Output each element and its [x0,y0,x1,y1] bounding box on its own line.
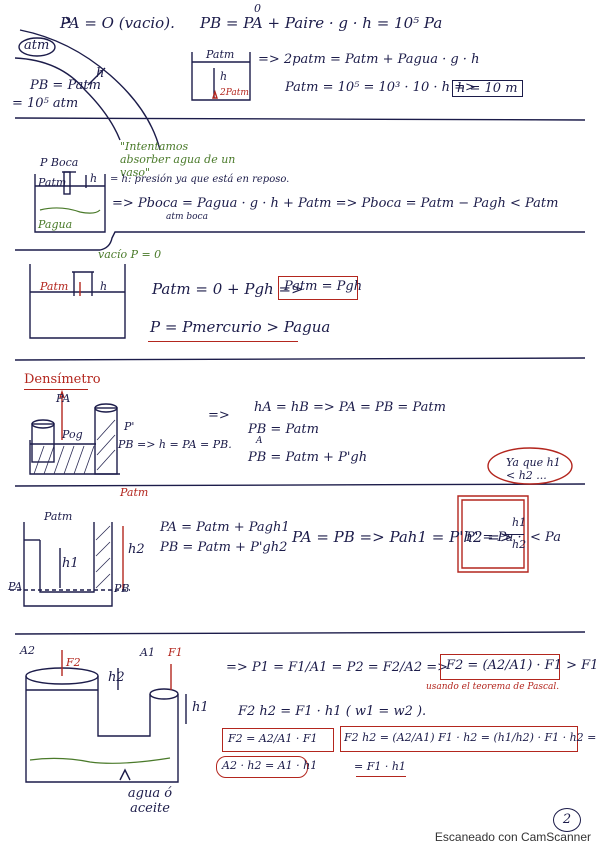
label-vacio: vacío P = 0 [98,248,162,261]
label-pa: PA [56,392,71,405]
height-h: h [96,66,105,81]
box-2patm: 2Patm [220,88,249,98]
frac-lead: P' = Pa · [466,530,522,545]
label-patm-top: Patm [120,486,149,499]
pressure-note: = h: presión ya que está en reposo. [110,174,290,185]
lt-pa: < Pa [530,530,561,545]
pb-equation: PB = PA + Paire · g · h = 10⁵ Pa [200,14,443,32]
chain-equation: PA = PB => Pah1 = P'h2 => [292,528,513,546]
work-equation: F2 h2 = F1 · h1 ( w1 = w2 ). [238,704,427,719]
box-area-height [216,756,308,778]
box-f2-h2 [340,726,578,752]
label-pb-u: PB [114,582,130,595]
eq-end-underline [356,776,406,777]
label-patm-basin: Patm [40,280,69,293]
pb-patm: PB = Patm [30,78,101,93]
label-pprime: P' [124,420,135,433]
label-pog: Pog [62,428,83,441]
box-f2-ratio [222,728,334,752]
density-conclusion: P = Pmercurio > Pagua [150,318,331,336]
exponent-zero: 0 [254,2,261,15]
pa-vacio: PA = O (vacio). [60,14,175,32]
frac-numerator: h1 [512,516,527,529]
eq-subscript-a: A [256,436,263,446]
label-patm-left: Patm [44,510,73,523]
box-h: h [220,70,228,83]
label-f1: F1 [168,646,183,659]
eq-heights: hA = hB => PA = PB = Patm [254,400,446,415]
answer-box-patm [278,276,358,300]
page-number: 2 [553,808,581,832]
eq-pb-u: PB = Patm + P'gh2 [160,540,288,555]
eq-pb-full: PB = Patm + P'gh [248,450,368,465]
frac-denominator: h2 [512,538,527,551]
scanner-footer: Escaneado con CamScanner [434,830,591,844]
label-pb-relation: PB => h = PA = PB. [118,438,232,451]
label-a1: A1 [140,646,155,659]
title-underline [24,389,88,390]
box-area-height-text: A2 · h2 = A1 · h1 [222,759,318,772]
eq-end: = F1 · h1 [354,760,406,773]
eq-patm-numeric: Patm = 10⁵ = 10³ · 10 · h => [285,80,476,95]
fluid-label: agua ó aceite [127,786,173,816]
box-f2-text: F2 = A2/A1 · F1 [228,732,318,745]
label-pa-u: PA [8,580,23,593]
label-h2-press: h2 [108,670,125,685]
label-pagua: Pagua [38,218,73,231]
pboca-subscripts: atm boca [166,212,208,222]
box-f2-h2-text: F2 h2 = (A2/A1) F1 · h2 = (h1/h2) · F1 ·… [344,731,597,744]
bubble-note: Ya que h1 < h2 ... [506,456,561,482]
atm-label: atm [24,38,50,53]
patm-equation: Patm = 0 + Pgh => [152,280,304,298]
label-h1-press: h1 [192,700,209,715]
pascal-equation: => P1 = F1/A1 = P2 = F2/A2 => [226,660,449,675]
note-absorber: "Intentamos absorber agua de un vaso" [120,140,236,179]
label-h-tube: h [100,280,108,293]
answer-box-f2 [440,654,560,680]
answer-h: h = 10 m [452,80,523,97]
label-pboca: P Boca [40,156,79,169]
label-a2: A2 [20,644,35,657]
fraction-bar [506,534,524,535]
eq-2patm: => 2patm = Patm + Pagua · g · h [258,52,480,67]
label-h2: h2 [128,542,145,557]
eq-pb-patm: PB = Patm [248,422,319,437]
ten-five-atm: = 10⁵ atm [12,96,79,111]
pboca-equation: => Pboca = Pagua · g · h + Patm => Pboca… [112,196,559,211]
label-h: h [90,172,98,185]
arrow-implies: => [208,408,230,423]
eq-pa-u: PA = Patm + Pagh1 [160,520,290,535]
label-patm: Patm [38,176,67,189]
conclusion-underline [148,341,298,342]
pascal-note: usando el teorema de Pascal. [426,682,560,692]
answer-f2: F2 = (A2/A1) · F1 > F1 [446,658,599,673]
label-h1: h1 [62,556,79,571]
answer-patm: Patm = Pgh [284,279,363,294]
densimetro-title: Densímetro [24,372,101,387]
label-f2: F2 [66,656,81,669]
box-patm: Patm [206,48,235,61]
